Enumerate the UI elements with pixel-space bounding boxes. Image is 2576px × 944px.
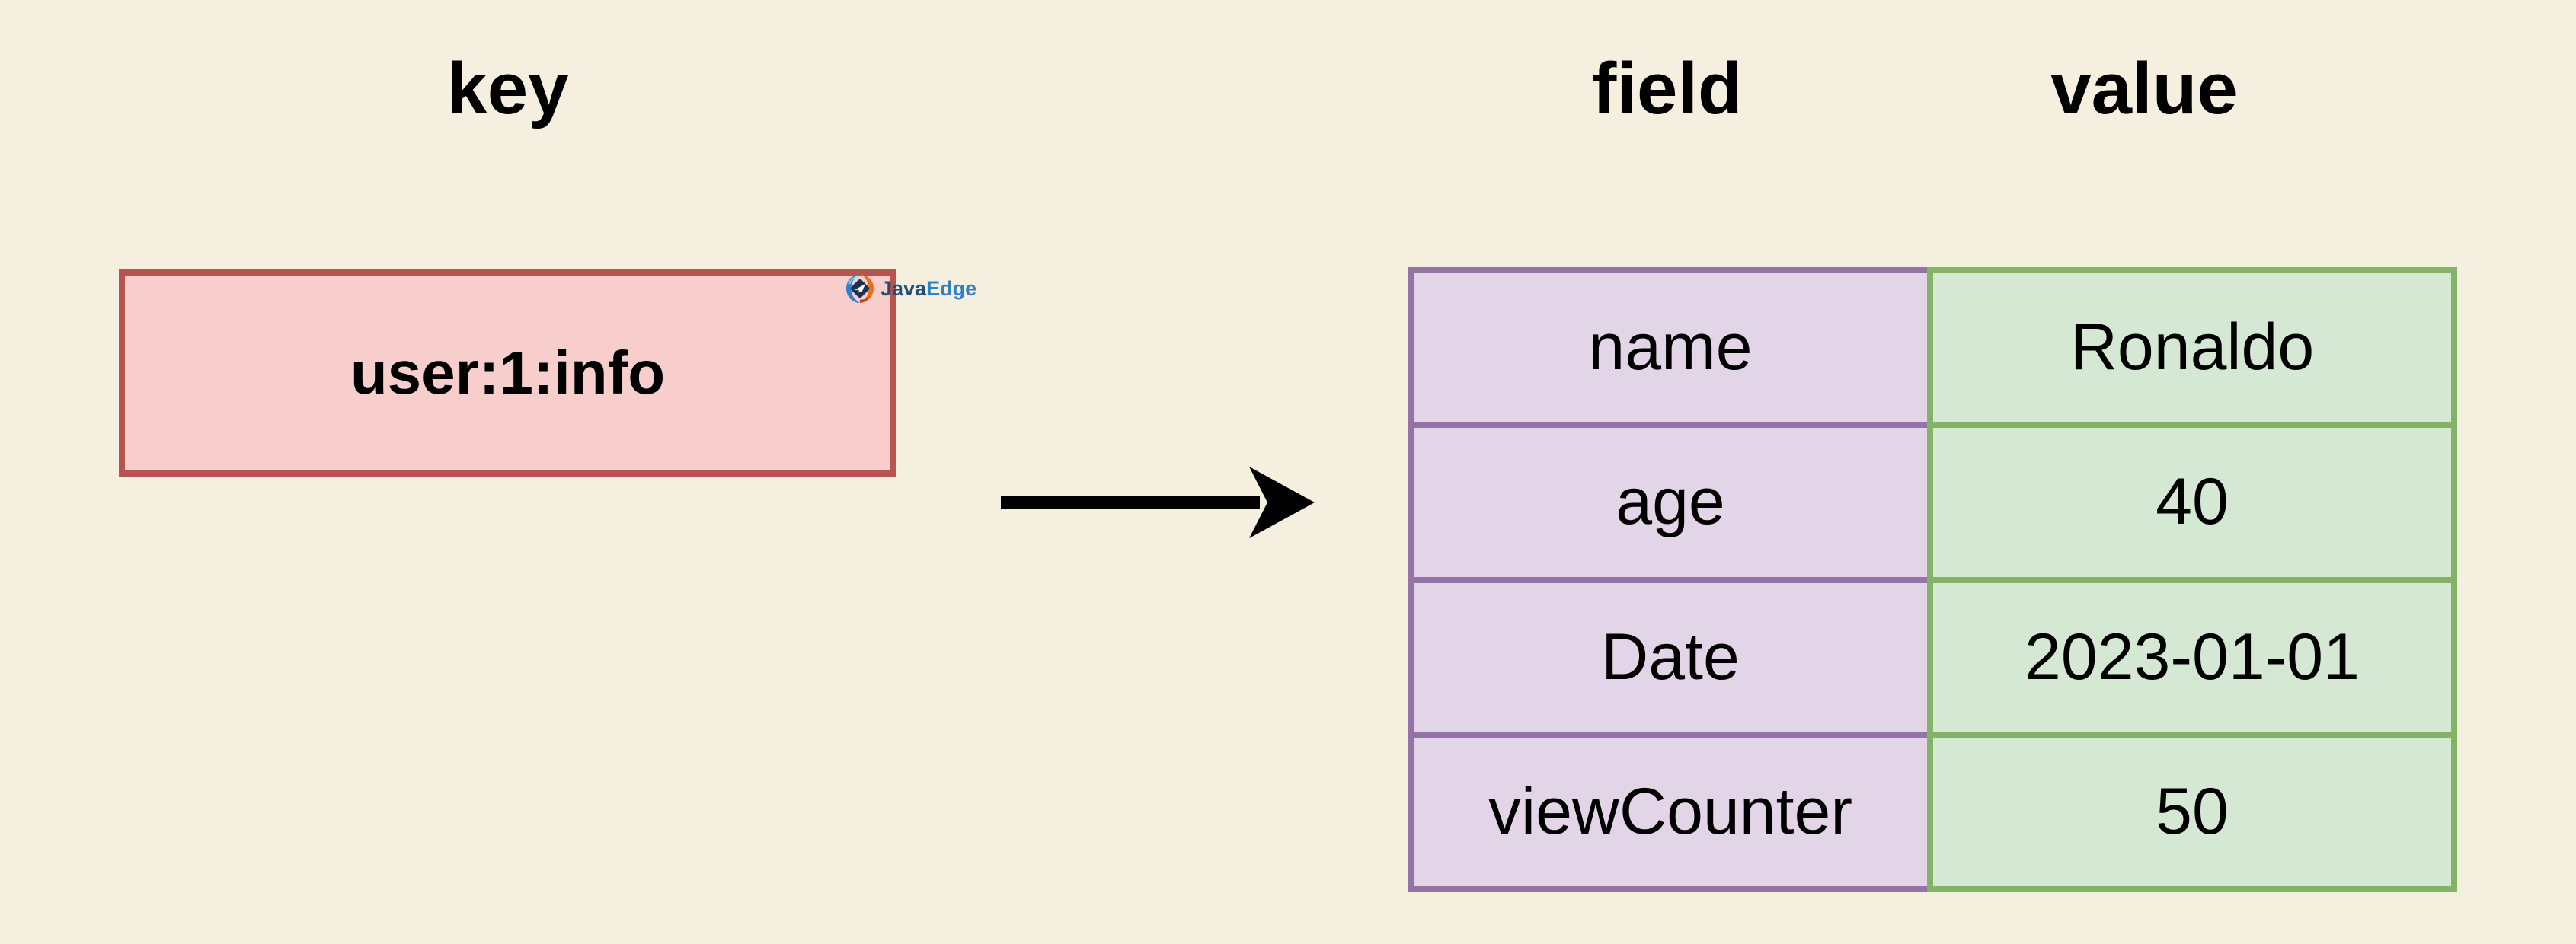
field-cell-date: Date — [1414, 576, 1927, 732]
key-heading: key — [446, 48, 569, 129]
javaedge-watermark: JavaEdge — [844, 273, 976, 305]
field-cell-name: name — [1588, 311, 1753, 384]
wordmark-java: Java — [881, 276, 927, 300]
value-column: Ronaldo 40 2023-01-01 50 — [1927, 267, 2457, 892]
value-heading: value — [2050, 48, 2238, 129]
javaedge-gem-icon — [846, 274, 874, 303]
field-column: name age Date viewCounter — [1408, 267, 1927, 892]
value-cell-age: 40 — [1933, 422, 2451, 576]
wordmark-edge: Edge — [926, 276, 977, 300]
key-box: user:1:info — [119, 269, 896, 477]
value-cell-name: Ronaldo — [2069, 311, 2315, 384]
field-cell-age: age — [1414, 422, 1927, 576]
field-cell-viewcounter: viewCounter — [1414, 731, 1927, 886]
key-box-label: user:1:info — [350, 339, 666, 407]
field-heading: field — [1592, 48, 1743, 129]
value-cell-viewcounter: 50 — [1933, 731, 2451, 886]
javaedge-wordmark: JavaEdge — [881, 276, 977, 300]
arrow-right-icon — [1001, 467, 1315, 538]
value-cell-date: 2023-01-01 — [1933, 576, 2451, 732]
